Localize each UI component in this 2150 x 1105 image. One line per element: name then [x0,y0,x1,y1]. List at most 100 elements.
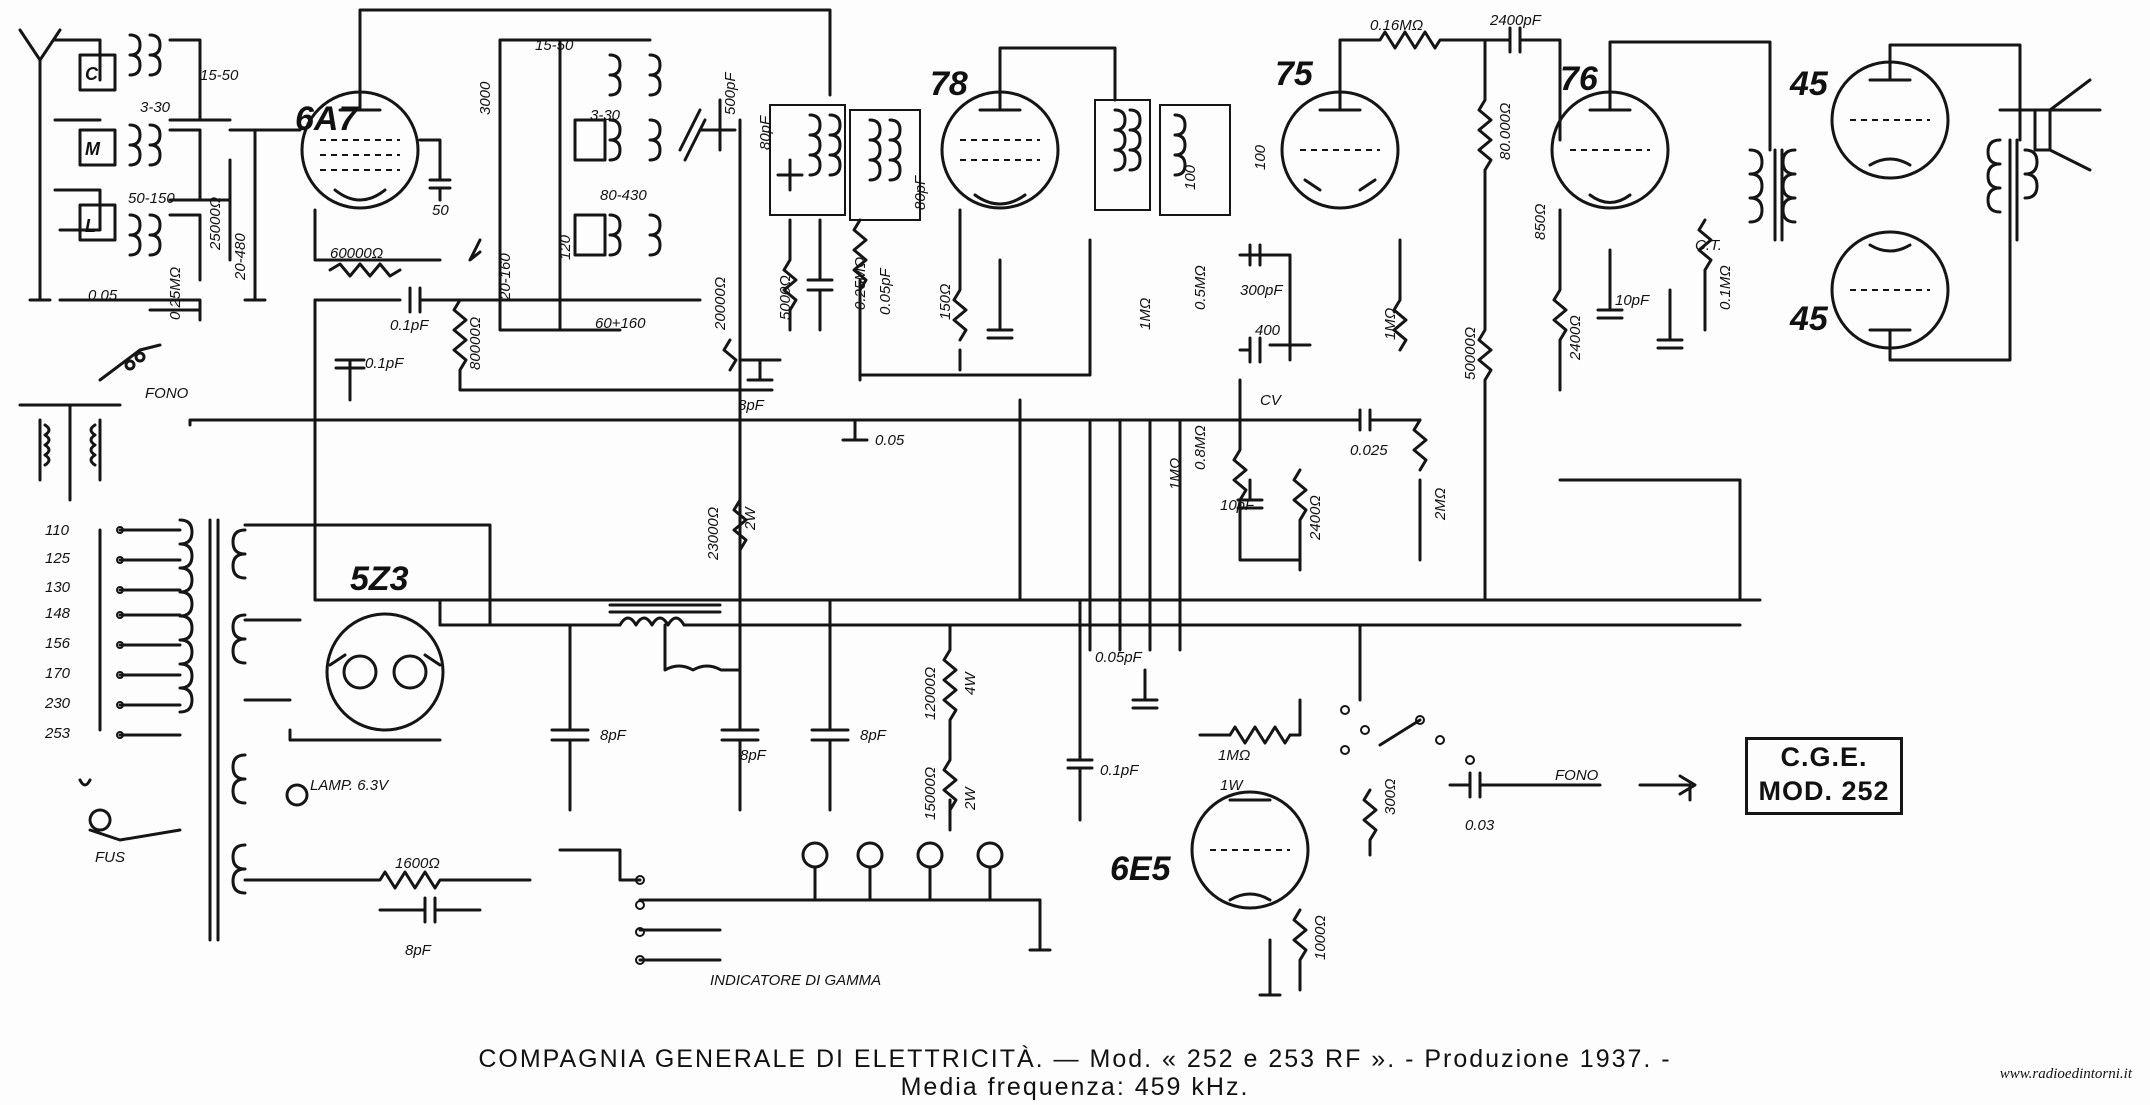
tube-76-cathode [1552,208,1624,392]
caption-line-1: COMPAGNIA GENERALE DI ELETTRICITÀ. — Mod… [478,1045,1672,1073]
cap-300pF-label: 300pF [1240,282,1283,299]
res-20000-label: 20000Ω [712,277,729,331]
lamp-label: LAMP. 6.3V [310,777,390,794]
res-23000 [732,498,748,552]
volt-230: 230 [44,695,71,712]
res-1600-label: 1600Ω [395,855,440,872]
cap-01pF-bottom [1066,598,1094,822]
res-1M-2M [1392,238,1428,562]
tube-78-plate [998,46,1117,102]
band-l-label: L [85,216,96,236]
grid-line-6a7 [228,128,302,302]
cap-20-480-label: 20-480 [232,233,249,281]
osc-variable-cap [468,238,482,262]
cap-01-label-1: 0.1pF [390,317,429,334]
cap-50 [418,138,452,202]
if1-network [782,218,834,332]
cap-8-heater [378,896,482,924]
pad-80-430-label: 80-430 [600,187,647,204]
cap-0025 [1298,408,1422,432]
trimmer-c1-label: 15-50 [200,67,239,84]
cap-01-label-2: 0.1pF [365,355,404,372]
volt-148: 148 [45,605,71,622]
cap-8-heater-label: 8pF [405,942,432,959]
tube-76-plate [1608,40,1772,152]
rectifier-leads [288,598,442,742]
res-2400-label: 2400Ω [1307,495,1324,541]
tube-45b-label: 45 [1789,300,1829,338]
band-c-label: C [85,64,99,84]
fono-2-label: FONO [1555,767,1599,784]
interconnect-rails [1018,398,1762,702]
volt-253: 253 [44,725,71,742]
res-chain-75 [1477,38,1493,602]
oscillator-coils [498,38,737,332]
res-15000-label: 15000Ω [922,767,939,820]
phono-input-transformer [18,343,162,502]
caption-line-2: Media frequenza: 459 kHz. [900,1073,1250,1101]
res-25000-label: 25000Ω [207,197,224,251]
res-2400 [1292,468,1308,572]
cap-005-label: 0.05 [88,287,118,304]
cap-10pF-75 [1236,478,1264,510]
bleeder-divider [942,623,958,832]
hv-rail [738,598,1742,627]
output-transformer [1986,138,2039,242]
cap-80pF-label: 80pF [757,115,774,150]
res-60000-label: 60000Ω [330,245,383,262]
res-12000-label: 12000Ω [922,667,939,720]
tube-78-label: 78 [930,65,968,103]
cathode-line-6a7 [313,208,442,262]
res-23000-label: 23000Ω [705,507,722,561]
cap-2400pF [1498,26,1562,142]
res-1M-label: 1MΩ [1382,308,1399,340]
ct-label: C.T. [1695,237,1722,254]
trimmer-osc-label: 15-50 [535,37,574,54]
res-1000-6e5 [1258,908,1308,997]
filter-caps [550,598,850,812]
trimmer-c3-label: 50-150 [128,190,175,207]
tube-78 [940,90,1060,210]
cap-01pF-bottom-label: 0.1pF [1100,762,1139,779]
tube-75 [1280,90,1400,210]
res-850-label: 850Ω [1532,204,1549,240]
res-80000-label: 80000Ω [467,317,484,370]
res-1M-3-label: 1MΩ [1137,298,1154,330]
tube-78-cathode-network [952,208,1014,372]
bypass-cap-6a7 [313,286,702,314]
cap-100-1-label: 100 [1182,164,1199,190]
choke [488,616,742,627]
band-indicator-lamps [558,841,1052,965]
cap-500pF-label: 500pF [722,72,739,115]
cv-label: CV [1260,392,1283,409]
mains-plug [78,778,182,842]
phono-switch [1340,705,1697,857]
cap-10pF-76-label: 10pF [1615,292,1650,309]
cap-3000-label: 3000 [477,81,494,115]
tube-6e5 [1190,790,1310,910]
field-coil [663,623,742,672]
cap-0025-label: 0.025 [1350,442,1388,459]
res-1M-6e5 [1198,698,1302,745]
interstage-transformer [1748,148,1797,242]
tube-5z3-label: 5Z3 [350,560,409,598]
if2-network [841,218,869,442]
cap-8pF-bus [738,358,782,392]
cap-10-label: 10pF [1220,497,1255,514]
model-box: C.G.E. MOD. 252 [1745,737,1903,815]
res-05M-label: 0.5MΩ [1192,265,1209,310]
res-01M-label: 0.1MΩ [1717,265,1734,310]
cap-8-1-label: 8pF [738,397,765,414]
res-1000-label: 1000Ω [1312,915,1329,960]
tube-45-lower [1830,230,1950,350]
res-15000-watt-label: 2W [962,786,979,811]
res-80000 [452,298,762,392]
if-transformer-3 [1094,99,1231,216]
fuse-label: FUS [95,849,125,866]
cap-01-avc [334,358,366,402]
ground-0-label: 0.05 [875,432,905,449]
tube-76-label: 76 [1560,60,1599,98]
b-plus-rail [313,418,1742,602]
volume-pot [1232,378,1302,562]
